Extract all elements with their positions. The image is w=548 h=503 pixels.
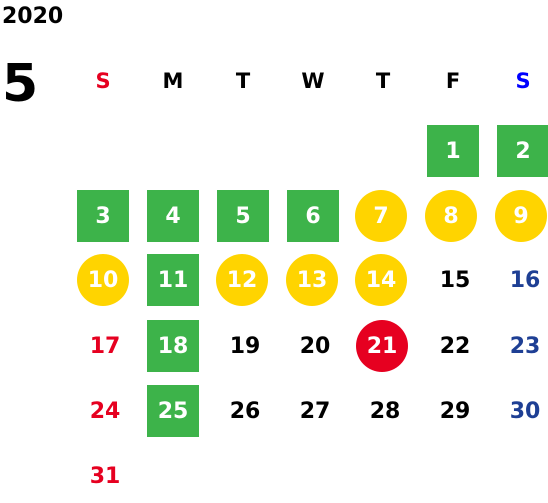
day-cell[interactable]: 11 [147,254,199,306]
day-cell[interactable]: 28 [369,398,401,424]
day-cell[interactable]: 8 [425,190,477,242]
day-cell[interactable]: 7 [355,190,407,242]
day-cell[interactable]: 14 [355,254,407,306]
weekday-thursday: T [375,69,391,93]
day-cell[interactable]: 19 [229,333,261,359]
weekday-sunday: S [95,69,111,93]
weekday-monday: M [162,69,184,93]
day-cell[interactable]: 24 [89,398,121,424]
day-cell[interactable]: 23 [509,333,541,359]
day-cell[interactable]: 18 [147,320,199,372]
day-cell[interactable]: 26 [229,398,261,424]
day-cell[interactable]: 5 [217,190,269,242]
day-cell[interactable]: 2 [497,125,548,177]
weekday-saturday: S [515,69,531,93]
day-cell[interactable]: 27 [299,398,331,424]
weekday-tuesday: T [235,69,251,93]
day-cell[interactable]: 16 [509,267,541,293]
day-cell[interactable]: 20 [299,333,331,359]
day-cell[interactable]: 29 [439,398,471,424]
day-cell[interactable]: 17 [89,333,121,359]
day-cell[interactable]: 21 [356,320,408,372]
day-cell[interactable]: 25 [147,385,199,437]
year-label: 2020 [2,4,64,29]
day-cell[interactable]: 30 [509,398,541,424]
day-cell[interactable]: 4 [147,190,199,242]
day-cell[interactable]: 1 [427,125,479,177]
day-cell[interactable]: 9 [495,190,547,242]
month-number: 5 [2,54,39,114]
day-cell[interactable]: 6 [287,190,339,242]
weekday-wednesday: W [301,69,325,93]
day-cell[interactable]: 22 [439,333,471,359]
weekday-friday: F [445,69,461,93]
day-cell[interactable]: 12 [216,254,268,306]
day-cell[interactable]: 15 [439,267,471,293]
day-cell[interactable]: 31 [89,463,121,489]
day-cell[interactable]: 13 [286,254,338,306]
day-cell[interactable]: 10 [77,254,129,306]
day-cell[interactable]: 3 [77,190,129,242]
